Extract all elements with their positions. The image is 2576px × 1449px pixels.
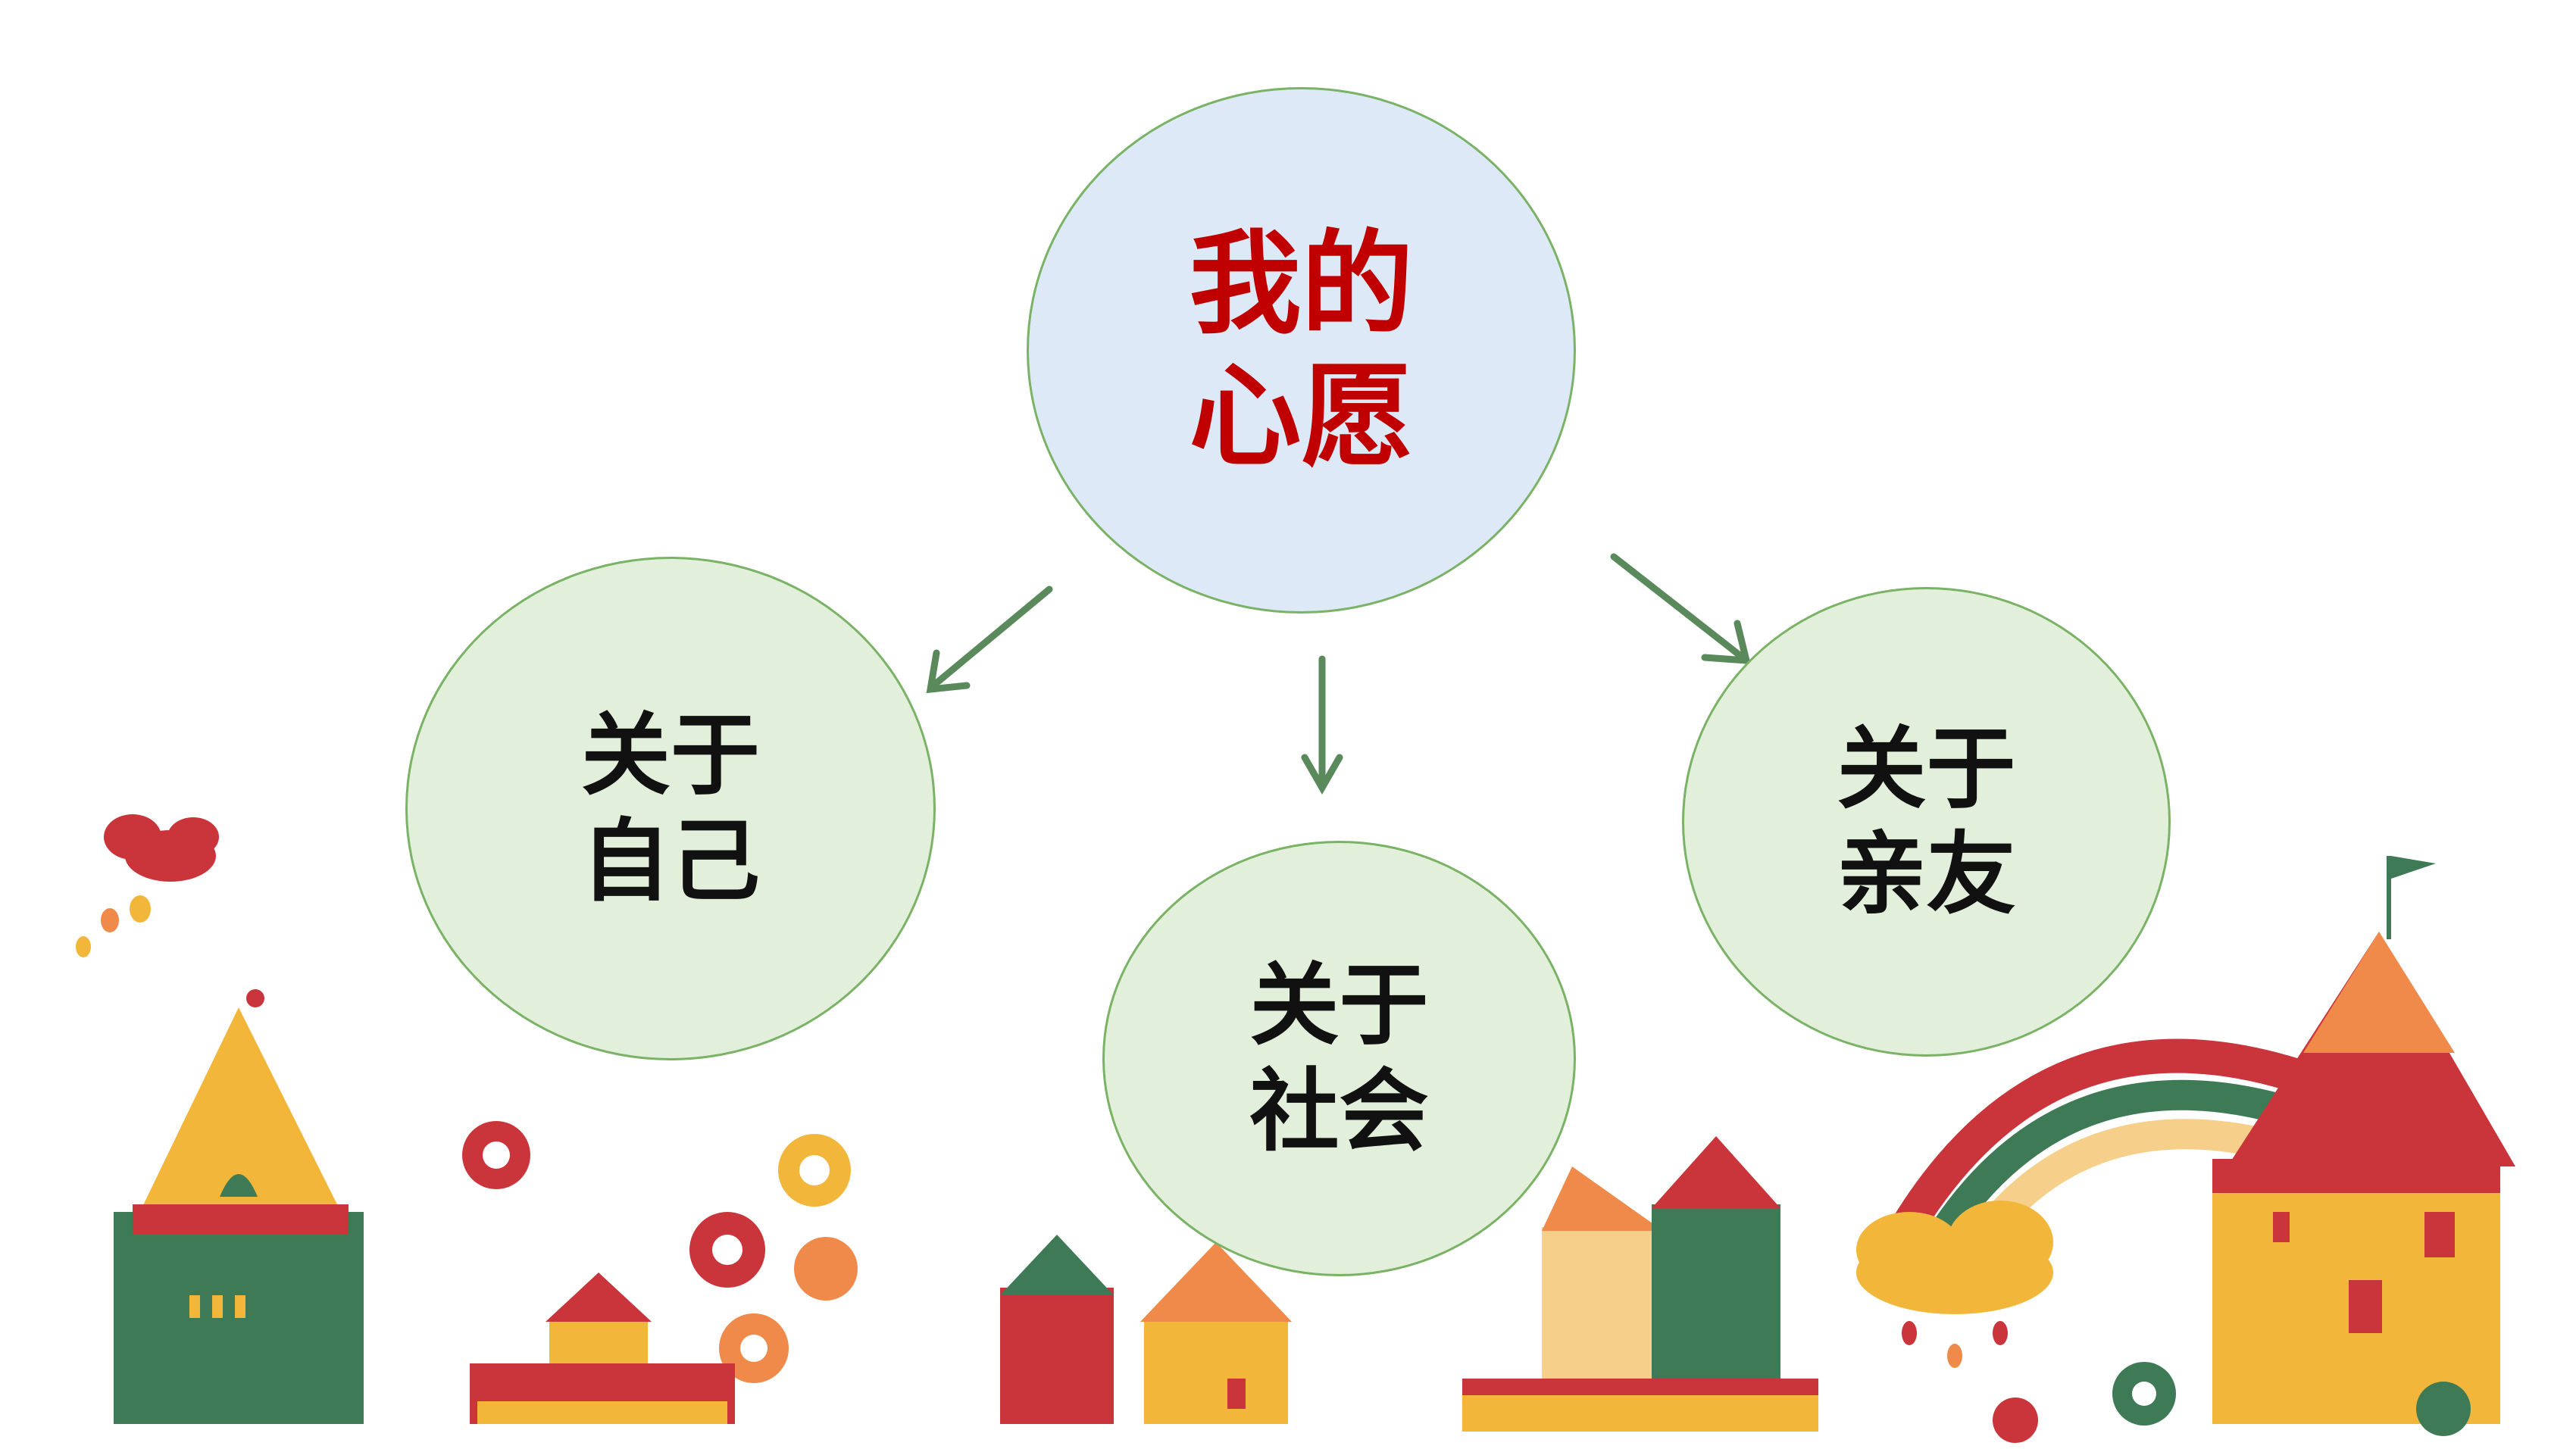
arrowhead-society <box>1301 754 1343 795</box>
child-node-family-label: 关于 亲友 <box>1837 716 2016 926</box>
arrowhead-self <box>926 649 971 694</box>
child-node-society-label: 关于 社会 <box>1249 953 1429 1163</box>
arrow-to-self <box>930 586 1053 689</box>
center-node: 我的 心愿 <box>1027 87 1576 614</box>
ground <box>0 1424 2576 1449</box>
child-node-self: 关于 自己 <box>405 557 936 1060</box>
arrow-to-family <box>1610 553 1746 661</box>
left-tower <box>114 989 364 1424</box>
right-cloud-icon <box>1856 1201 2053 1368</box>
connector-arrows <box>926 553 1751 795</box>
center-node-label: 我的 心愿 <box>1189 218 1414 482</box>
flowers-right <box>1993 1362 2176 1443</box>
left-cloud-icon <box>76 814 219 957</box>
small-house-left <box>470 1273 735 1424</box>
flowers-left <box>462 1121 858 1383</box>
child-node-society: 关于 社会 <box>1102 841 1576 1276</box>
right-castle <box>2212 856 2515 1436</box>
arrowhead-family <box>1701 620 1751 664</box>
center-right-castle <box>1462 1136 1818 1432</box>
child-node-family: 关于 亲友 <box>1682 587 2171 1057</box>
child-node-self-label: 关于 自己 <box>580 703 760 913</box>
center-towers <box>1000 1235 1292 1424</box>
